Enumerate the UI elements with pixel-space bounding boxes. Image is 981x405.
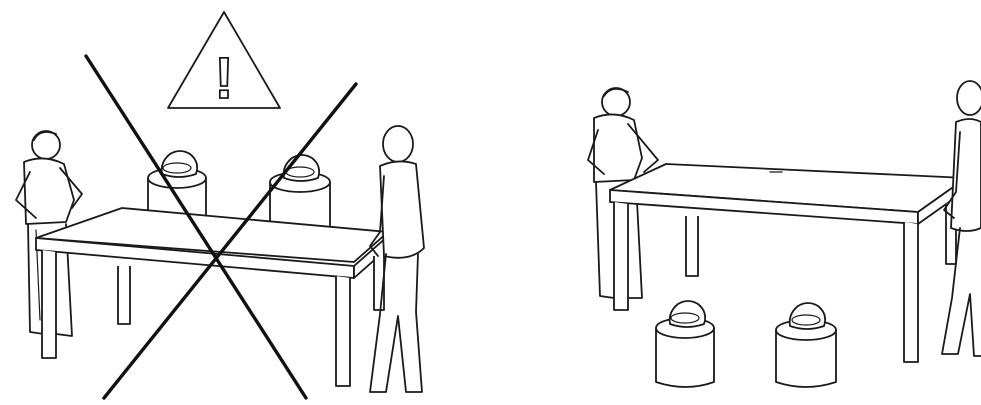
correct-panel [588,81,981,387]
weight-on-floor-1 [656,301,714,387]
warning-glyph: ! [214,46,233,111]
warning-triangle-icon: ! [168,12,280,111]
weight-on-floor-2 [776,303,836,387]
incorrect-panel: ! [16,12,424,398]
table-left [36,208,388,386]
